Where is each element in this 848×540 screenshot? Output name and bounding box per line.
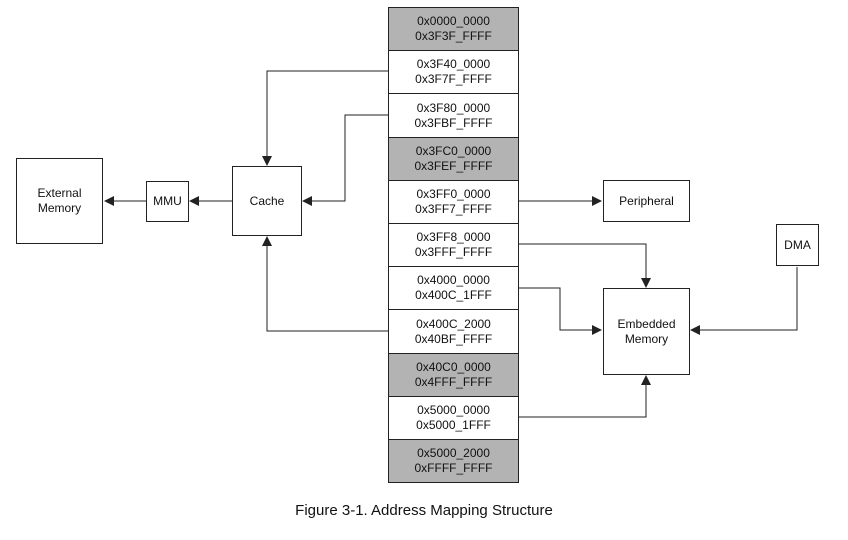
segment-start-address: 0x40C0_0000 — [416, 360, 491, 374]
segment-end-address: 0x5000_1FFF — [416, 418, 491, 432]
segment-start-address: 0x3FF0_0000 — [416, 187, 491, 201]
wire-3f40-to-cache — [262, 70, 388, 166]
segment-start-address: 0x3FF8_0000 — [416, 230, 491, 244]
segment-start-address: 0x5000_0000 — [417, 403, 490, 417]
segment-end-address: 0x3FEF_FFFF — [414, 159, 493, 173]
segment-end-address: 0x3FBF_FFFF — [414, 115, 493, 130]
dma-block: DMA — [776, 224, 819, 266]
cache-block: Cache — [232, 166, 302, 236]
wire-3ff8-to-embedded — [519, 243, 651, 288]
wire-3f80-to-cache — [302, 114, 388, 206]
external-memory-label-line2: Memory — [37, 201, 82, 215]
wire-5000-to-embedded — [519, 375, 651, 418]
segment-end-address: 0x3FFF_FFFF — [414, 245, 493, 259]
figure-caption: Figure 3-1. Address Mapping Structure — [295, 502, 553, 519]
external-memory-block: External Memory — [16, 158, 103, 244]
segment-end-address: 0x3FF7_FFFF — [415, 202, 492, 216]
segment-start-address: 0x3F80_0000 — [416, 100, 491, 115]
embedded-memory-label-line1: Embedded — [617, 316, 676, 331]
embedded-memory-block: Embedded Memory — [603, 288, 690, 375]
segment-start-address: 0x5000_2000 — [417, 446, 490, 460]
segment-end-address: 0x400C_1FFF — [415, 288, 492, 302]
dma-label: DMA — [784, 237, 811, 252]
wire-dma-to-embedded — [690, 267, 798, 335]
wire-400c-to-cache — [262, 236, 388, 332]
segment-end-address: 0x40BF_FFFF — [414, 331, 493, 346]
segment-start-address: 0x400C_2000 — [416, 316, 491, 331]
segment-end-address: 0x3F7F_FFFF — [415, 72, 492, 86]
peripheral-block: Peripheral — [603, 180, 690, 222]
embedded-memory-label-line2: Memory — [624, 331, 669, 346]
mmu-block: MMU — [146, 181, 189, 222]
mmu-label: MMU — [153, 194, 182, 208]
wire-4000-to-embedded — [519, 287, 602, 335]
segment-end-address: 0xFFFF_FFFF — [414, 461, 493, 475]
external-memory-label-line1: External — [37, 186, 82, 200]
segment-start-address: 0x0000_0000 — [417, 14, 490, 28]
segment-end-address: 0x4FFF_FFFF — [414, 375, 493, 389]
cache-label: Cache — [249, 193, 285, 208]
segment-start-address: 0x3F40_0000 — [416, 57, 491, 71]
segment-end-address: 0x3F3F_FFFF — [415, 29, 492, 43]
segment-start-address: 0x4000_0000 — [417, 273, 490, 287]
peripheral-label: Peripheral — [619, 193, 674, 208]
segment-start-address: 0x3FC0_0000 — [415, 144, 492, 158]
